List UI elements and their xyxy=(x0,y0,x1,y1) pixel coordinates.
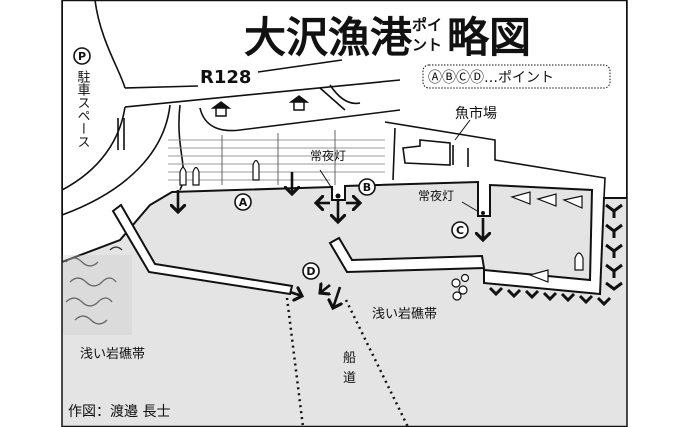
credit: 作図：渡邉 長士 xyxy=(68,404,170,420)
point-c: C xyxy=(456,224,464,237)
parking-symbol: P xyxy=(78,50,86,63)
left-breakwater xyxy=(111,203,294,296)
night-light-label-1: 常夜灯 xyxy=(310,148,346,163)
point-a: A xyxy=(239,196,248,209)
arrows xyxy=(178,172,483,308)
fish-market-label: 魚市場 xyxy=(455,105,497,122)
channel-label-2: 道 xyxy=(343,371,356,386)
point-markers xyxy=(73,47,469,280)
point-b: B xyxy=(363,181,371,194)
reef-label-left: 浅い岩礁帯 xyxy=(80,346,145,362)
tetrapods xyxy=(488,203,623,307)
rocks xyxy=(451,273,470,301)
title-small-top: ポイ xyxy=(412,16,442,34)
channel-label-1: 船 xyxy=(343,351,356,366)
reef-label-right: 浅い岩礁帯 xyxy=(372,306,437,322)
d-pier xyxy=(328,236,486,274)
title-small-bottom: ント xyxy=(412,36,442,54)
parking-label: 駐車スペース xyxy=(75,70,91,148)
market-area xyxy=(384,121,606,199)
boat-channel xyxy=(285,297,410,427)
rocky-shore xyxy=(65,246,123,325)
boats xyxy=(179,159,584,283)
point-d: D xyxy=(306,265,315,278)
night-light-label-2: 常夜灯 xyxy=(418,188,454,203)
title-suffix: 略図 xyxy=(447,13,531,62)
road-label: R128 xyxy=(200,67,251,88)
floating-piers xyxy=(168,130,385,185)
title-main: 大沢漁港 xyxy=(244,13,413,62)
legend-box xyxy=(422,64,611,89)
legend-text: ⒶⒷⒸⒹ…ポイント xyxy=(428,70,554,86)
houses xyxy=(210,95,310,117)
roads xyxy=(62,0,401,216)
